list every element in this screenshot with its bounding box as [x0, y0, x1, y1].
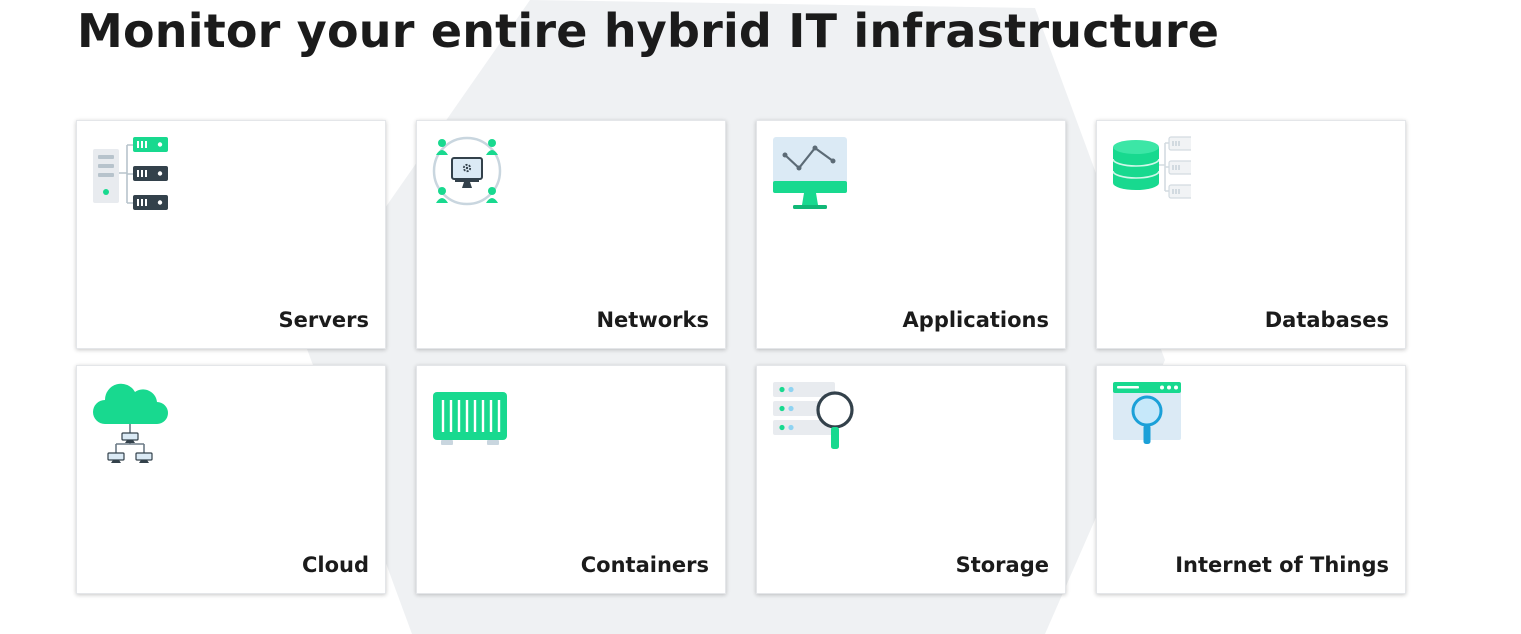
card-label-internet-of-things: Internet of Things	[1175, 553, 1389, 577]
servers-icon	[91, 135, 171, 215]
card-label-databases: Databases	[1264, 308, 1389, 332]
internet-of-things-icon	[1111, 380, 1191, 460]
cloud-icon	[91, 380, 171, 463]
card-servers[interactable]: Servers	[76, 120, 386, 349]
card-label-applications: Applications	[902, 308, 1049, 332]
card-label-storage: Storage	[955, 553, 1049, 577]
card-databases[interactable]: Databases	[1096, 120, 1406, 349]
databases-icon	[1111, 135, 1191, 215]
card-label-servers: Servers	[278, 308, 369, 332]
page-title: Monitor your entire hybrid IT infrastruc…	[77, 4, 1220, 58]
applications-icon	[771, 135, 851, 215]
card-networks[interactable]: Networks	[416, 120, 726, 349]
networks-icon	[431, 135, 511, 215]
infrastructure-grid: Servers Networks	[76, 120, 1406, 594]
card-applications[interactable]: Applications	[756, 120, 1066, 349]
card-containers[interactable]: Containers	[416, 365, 726, 594]
card-label-cloud: Cloud	[301, 553, 369, 577]
storage-icon	[771, 380, 854, 460]
card-storage[interactable]: Storage	[756, 365, 1066, 594]
containers-icon	[431, 380, 511, 460]
card-cloud[interactable]: Cloud	[76, 365, 386, 594]
card-internet-of-things[interactable]: Internet of Things	[1096, 365, 1406, 594]
card-label-networks: Networks	[596, 308, 709, 332]
card-label-containers: Containers	[580, 553, 709, 577]
